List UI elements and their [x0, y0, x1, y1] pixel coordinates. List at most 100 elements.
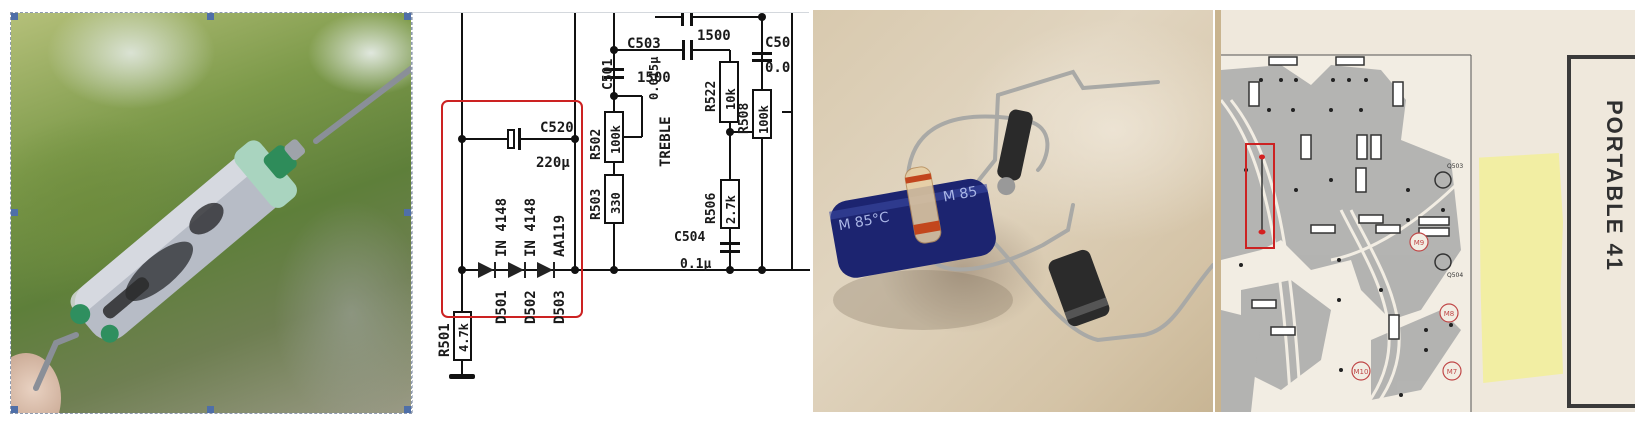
c503-plate-a [682, 40, 685, 60]
pcb-diagram: Q503 Q504 M9 M8 M10 M7 [1221, 54, 1472, 412]
c501-value: 0.015µ [647, 57, 661, 100]
c504-plate-a [720, 242, 740, 245]
component-outlines [1248, 56, 1450, 340]
highlight-box-pcb [1245, 143, 1275, 249]
resize-handle-bottom-right[interactable] [404, 406, 411, 413]
c505-plate-b [752, 59, 772, 62]
c520-plate-positive [507, 129, 515, 149]
r503-ref: R503 [589, 189, 604, 220]
diodes [478, 262, 555, 278]
d501-symbol [478, 262, 494, 278]
c503-plate-b [690, 40, 693, 60]
test-point-m9-label: M9 [1414, 239, 1425, 247]
d503-value: AA119 [552, 215, 568, 257]
c501-plate-a [604, 68, 624, 71]
r503-body [604, 174, 624, 224]
c520-plate [518, 128, 521, 150]
c520-value: 220µ [536, 155, 570, 171]
r502-ref: R502 [589, 129, 604, 160]
resize-handle-top[interactable] [207, 13, 214, 20]
resize-handle-top-right[interactable] [404, 13, 411, 20]
treble-label: TREBLE [658, 116, 674, 167]
r508-body [752, 89, 772, 139]
resize-handle-left[interactable] [11, 209, 18, 216]
d501-value: IN 4148 [494, 198, 510, 257]
component-illustration [33, 65, 411, 391]
test-point-m8 [1439, 303, 1459, 323]
r501-body [453, 311, 472, 361]
yellow-tape [1479, 153, 1563, 383]
r522-ref: R522 [704, 81, 719, 112]
r502-value: 100k [609, 124, 623, 154]
junction-dots [458, 13, 766, 274]
test-point-m10-label: M10 [1354, 368, 1369, 376]
c505-plate-a [752, 52, 772, 55]
pcb-layout-panel: Q503 Q504 M9 M8 M10 M7 PORTABLE 41 [1215, 10, 1635, 412]
c504-plate-b [720, 250, 740, 253]
trace-gaps [1221, 99, 1463, 412]
electrolytic-capacitor: M 85°C M 85 [829, 178, 996, 278]
lead-wire-bottom [33, 332, 79, 391]
q504-label: Q504 [1447, 272, 1463, 279]
glass-diode [904, 166, 942, 244]
test-point-m10 [1351, 361, 1371, 381]
ground-symbol [449, 374, 475, 379]
c505-value: 0.0 [765, 60, 790, 76]
resize-handle-bottom[interactable] [207, 406, 214, 413]
r522-body [719, 61, 739, 123]
highlight-box-schematic [441, 100, 583, 318]
component-body [70, 139, 306, 343]
panel-frame [412, 12, 809, 413]
r508-value: 100k [757, 104, 771, 134]
schematic-diagram: C520 220µ IN 4148 IN 4148 AA119 D501 D50… [437, 12, 810, 379]
pcb-title: PORTABLE 41 [1602, 100, 1627, 272]
c502-plate-a [681, 12, 684, 26]
capacitor-marking-right: M 85 [942, 184, 979, 206]
schematic-panel: C520 220µ IN 4148 IN 4148 AA119 D501 D50… [412, 12, 810, 414]
test-point-m7-label: M7 [1447, 368, 1458, 376]
d501-ref: D501 [494, 290, 510, 324]
test-point-m9 [1409, 232, 1429, 252]
r506-body [720, 179, 740, 229]
test-point-m8-label: M8 [1444, 310, 1455, 318]
r501-value: 4.7k [457, 322, 471, 352]
c504-value: 0.1µ [680, 257, 711, 272]
c501-plate-b [604, 76, 624, 79]
highlight-pad-bottom [1258, 229, 1266, 235]
rectifier-diode-bottom [1048, 249, 1110, 327]
q503-label: Q503 [1447, 163, 1463, 170]
test-point-m7 [1442, 361, 1462, 381]
c520-ref: C520 [540, 120, 574, 136]
d502-value: IN 4148 [523, 198, 539, 257]
panel-edge [1215, 10, 1221, 412]
c504-ref: C504 [674, 230, 705, 245]
lead-wire-top [313, 65, 411, 144]
r506-value: 2.7k [724, 194, 738, 224]
r508-ref: R508 [737, 103, 752, 134]
rectifier-diode-top [997, 109, 1033, 196]
d502-ref: D502 [523, 290, 539, 324]
c501-ref: C501 [601, 59, 616, 90]
photo-repair[interactable]: M 85°C M 85 [813, 10, 1213, 412]
resize-handle-top-left[interactable] [11, 13, 18, 20]
pads [1239, 78, 1453, 397]
d502-symbol [508, 262, 524, 278]
resize-handle-bottom-left[interactable] [11, 406, 18, 413]
title-box [1567, 55, 1635, 408]
d503-ref: D503 [552, 290, 568, 324]
photo-corroded-component[interactable] [10, 12, 412, 414]
d503-symbol [537, 262, 553, 278]
resize-handle-right[interactable] [404, 209, 411, 216]
r522-value: 10k [724, 88, 738, 110]
r501-ref: R501 [437, 323, 453, 357]
r506-ref: R506 [704, 193, 719, 224]
c505-ref: C50 [765, 35, 790, 51]
transistors [1434, 171, 1452, 271]
c502-plate-b [690, 12, 693, 26]
highlight-pad-top [1259, 154, 1265, 160]
c502-value: 1500 [697, 28, 731, 44]
r503-value: 330 [609, 192, 623, 214]
repair-illustration: M 85°C M 85 [829, 69, 1213, 343]
r502-body [604, 111, 624, 163]
c503-value: 1500 [637, 70, 671, 86]
